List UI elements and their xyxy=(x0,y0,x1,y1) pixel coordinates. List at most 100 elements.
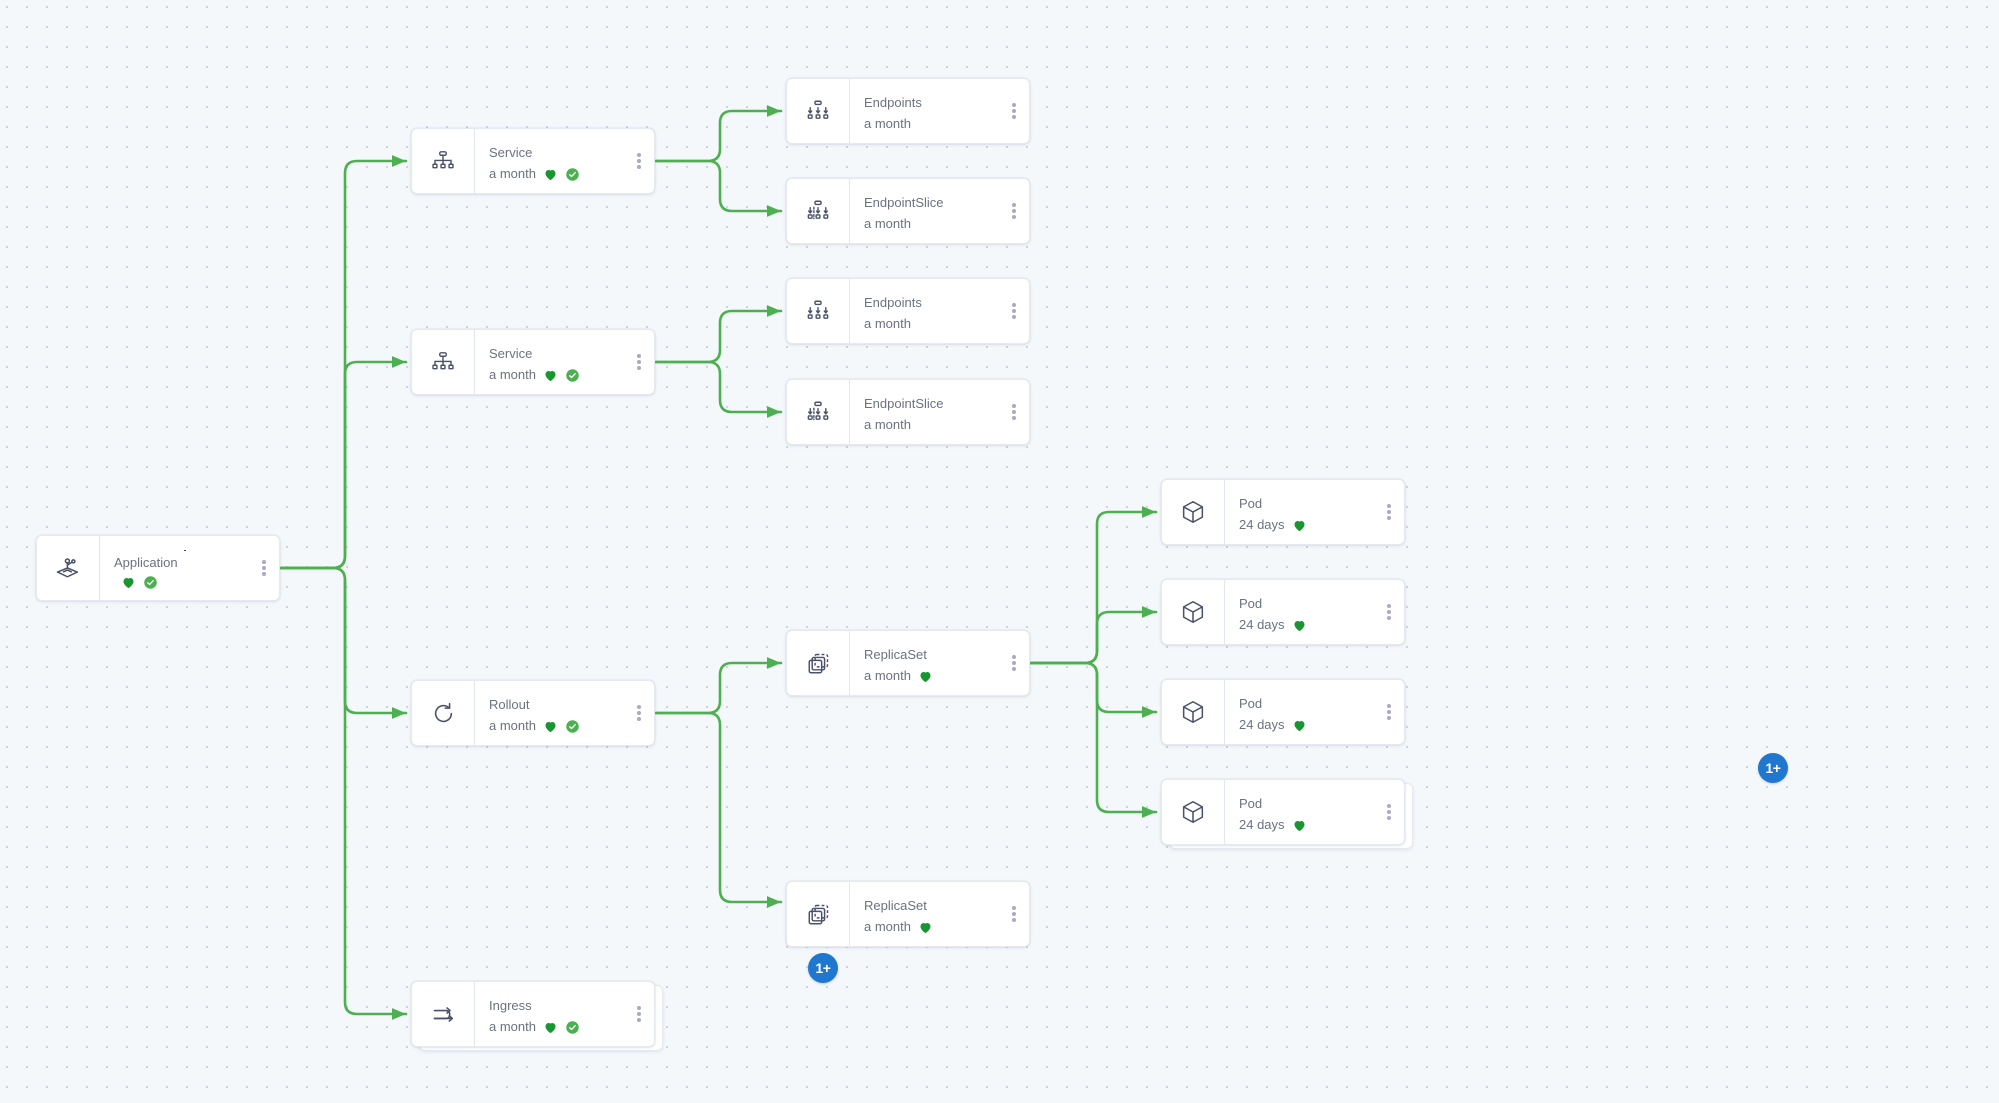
kebab-dot xyxy=(1012,655,1016,659)
node-kind: ReplicaSet xyxy=(864,898,927,913)
node-ingress-canary-demo[interactable]: canary-demo Ingress a month xyxy=(411,981,655,1047)
node-title: canary-demo xyxy=(489,140,624,141)
group-count-badge-ingress[interactable]: 1+ xyxy=(808,953,838,983)
group-count-badge-pod[interactable]: 1+ xyxy=(1758,753,1788,783)
kebab-dot xyxy=(1387,510,1391,514)
node-rollout-canary-demo[interactable]: canary-demo Rollout a month xyxy=(411,680,655,746)
node-replicaset-7f89b8b978[interactable]: canary-demo-7f89b8b978 ReplicaSet a mont… xyxy=(786,630,1030,696)
node-title: canary-demo-967754b4c xyxy=(864,893,999,894)
node-menu-button[interactable] xyxy=(999,101,1029,121)
health-heart-icon[interactable] xyxy=(121,575,136,590)
pod-icon xyxy=(1162,680,1224,744)
node-title: canary-demo xyxy=(864,90,999,91)
node-title: canary-demo xyxy=(114,547,249,551)
sync-status-icon[interactable] xyxy=(565,368,580,383)
node-endpoints-canary-demo[interactable]: canary-demo Endpoints a month xyxy=(786,78,1030,144)
health-heart-icon[interactable] xyxy=(543,1020,558,1035)
sync-status-icon[interactable] xyxy=(565,719,580,734)
kebab-dot xyxy=(1387,704,1391,708)
node-kind: Endpoints xyxy=(864,295,922,310)
kebab-dot xyxy=(637,1018,641,1022)
node-kind: Ingress xyxy=(489,998,532,1013)
node-menu-button[interactable] xyxy=(999,301,1029,321)
node-kind: Pod xyxy=(1239,696,1263,711)
kebab-dot xyxy=(1012,109,1016,113)
node-status-row: a month xyxy=(864,215,999,233)
node-kind: ReplicaSet xyxy=(864,647,927,662)
kebab-dot xyxy=(637,360,641,364)
node-menu-button[interactable] xyxy=(624,352,654,372)
node-pod-3[interactable]: canary-demo-7f89b8b97... Pod 24 days xyxy=(1161,679,1405,745)
sync-status-icon[interactable] xyxy=(143,575,158,590)
node-status-row xyxy=(114,575,249,590)
kebab-dot xyxy=(637,159,641,163)
node-menu-button[interactable] xyxy=(1374,502,1404,522)
kebab-dot xyxy=(1012,203,1016,207)
node-menu-button[interactable] xyxy=(1374,802,1404,822)
node-menu-button[interactable] xyxy=(1374,602,1404,622)
sync-status-icon[interactable] xyxy=(565,167,580,182)
kebab-dot xyxy=(1012,410,1016,414)
health-heart-icon[interactable] xyxy=(1292,518,1307,533)
node-age: a month xyxy=(864,417,911,432)
kebab-dot xyxy=(1387,710,1391,714)
node-kind: Pod xyxy=(1239,596,1263,611)
health-heart-icon[interactable] xyxy=(1292,718,1307,733)
node-age: a month xyxy=(864,668,911,683)
node-menu-button[interactable] xyxy=(999,402,1029,422)
kebab-dot xyxy=(1387,804,1391,808)
health-heart-icon[interactable] xyxy=(543,719,558,734)
node-endpoints-canary-demo-preview[interactable]: canary-demo-preview Endpoints a month xyxy=(786,278,1030,344)
health-heart-icon[interactable] xyxy=(543,368,558,383)
node-body: canary-demo Application xyxy=(99,536,249,600)
node-pod-4[interactable]: canary-demo-7f89b8b97... Pod 24 days xyxy=(1161,779,1405,845)
endpoints-icon xyxy=(787,79,849,143)
health-heart-icon[interactable] xyxy=(1292,618,1307,633)
kebab-dot xyxy=(1387,816,1391,820)
node-age: a month xyxy=(864,919,911,934)
health-heart-icon[interactable] xyxy=(1292,818,1307,833)
node-body: canary-demo-7f89b8b97... Pod 24 days xyxy=(1224,480,1374,544)
kebab-dot xyxy=(1012,661,1016,665)
node-menu-button[interactable] xyxy=(999,653,1029,673)
node-kind: Rollout xyxy=(489,697,530,712)
node-menu-button[interactable] xyxy=(1374,702,1404,722)
node-menu-button[interactable] xyxy=(999,904,1029,924)
health-heart-icon[interactable] xyxy=(918,920,933,935)
endpointslice-icon xyxy=(787,380,849,444)
node-pod-1[interactable]: canary-demo-7f89b8b97... Pod 24 days xyxy=(1161,479,1405,545)
node-replicaset-967754b4c[interactable]: canary-demo-967754b4c ReplicaSet a month xyxy=(786,881,1030,947)
kebab-dot xyxy=(637,1012,641,1016)
node-menu-button[interactable] xyxy=(624,151,654,171)
node-age: 24 days xyxy=(1239,817,1285,832)
node-status-row: 24 days xyxy=(1239,816,1374,834)
node-pod-2[interactable]: canary-demo-7f89b8b97... Pod 24 days xyxy=(1161,579,1405,645)
node-title: canary-demo-7f89b8b97... xyxy=(1239,591,1374,592)
node-body: canary-demo-preview Endpoints a month xyxy=(849,279,999,343)
node-menu-button[interactable] xyxy=(249,558,279,578)
service-icon xyxy=(412,330,474,394)
node-application[interactable]: canary-demo Application xyxy=(36,535,280,601)
node-menu-button[interactable] xyxy=(624,703,654,723)
kebab-dot xyxy=(1387,504,1391,508)
node-menu-button[interactable] xyxy=(624,1004,654,1024)
kebab-dot xyxy=(1387,616,1391,620)
sync-status-icon[interactable] xyxy=(565,1020,580,1035)
node-service-canary-demo[interactable]: canary-demo Service a month xyxy=(411,128,655,194)
health-heart-icon[interactable] xyxy=(543,167,558,182)
kebab-dot xyxy=(637,717,641,721)
kebab-dot xyxy=(1387,604,1391,608)
health-heart-icon[interactable] xyxy=(918,669,933,684)
node-age: 24 days xyxy=(1239,617,1285,632)
pod-icon xyxy=(1162,580,1224,644)
node-age: 24 days xyxy=(1239,717,1285,732)
node-service-canary-demo-preview[interactable]: canary-demo-preview Service a month xyxy=(411,329,655,395)
replicaset-icon xyxy=(787,631,849,695)
node-menu-button[interactable] xyxy=(999,201,1029,221)
node-body: canary-demo-preview Service a month xyxy=(474,330,624,394)
node-endpointslice-canary-demo-preview[interactable]: canary-demo-preview-v... EndpointSlice a… xyxy=(786,379,1030,445)
node-body: canary-demo-967754b4c ReplicaSet a month xyxy=(849,882,999,946)
node-endpointslice-canary-demo-clpjw[interactable]: canary-demo-clpjw EndpointSlice a month xyxy=(786,178,1030,244)
kebab-dot xyxy=(1012,315,1016,319)
